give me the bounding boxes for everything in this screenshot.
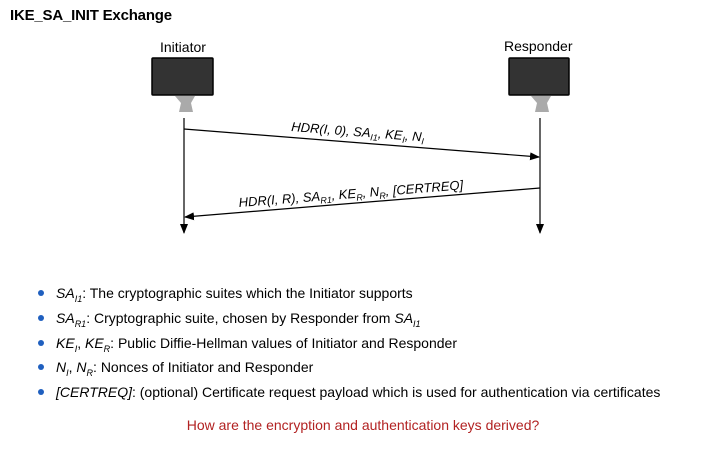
note-text: : Nonces of Initiator and Responder [93,359,314,376]
note-ke: KEI, KER: Public Diffie-Hellman values o… [36,331,660,356]
note-symbol: KER [84,334,111,354]
legend-notes: SAI1: The cryptographic suites which the… [36,281,660,405]
note-sa-i1: SAI1: The cryptographic suites which the… [36,281,660,306]
initiator-label: Initiator [160,39,206,55]
message-2-arrow [184,187,541,221]
note-nonces: NI, NR: Nonces of Initiator and Responde… [36,355,660,380]
initiator-computer-icon [151,57,214,112]
note-symbol: [CERTREQ] [56,384,132,401]
diagram-title: IKE_SA_INIT Exchange [10,7,172,24]
message-1-label: HDR(I, 0), SAI1, KEI, NI [291,119,426,146]
note-sa-r1: SAR1: Cryptographic suite, chosen by Res… [36,306,660,331]
note-text: : Cryptographic suite, chosen by Respond… [86,309,395,326]
message-1-arrow [183,128,540,161]
responder-label: Responder [504,38,573,54]
note-symbol: SAI1 [56,285,83,304]
note-text: : (optional) Certificate request payload… [131,384,661,401]
question-text: How are the encryption and authenticatio… [186,417,540,433]
note-symbol: NR [76,359,94,379]
responder-computer-icon [508,57,570,112]
note-symbol: SAR1 [56,309,87,329]
note-text: : Public Diffie-Hellman values of Initia… [110,334,457,351]
note-symbol: NI [56,359,69,379]
message-2-label: HDR(I, R), SAR1, KER, NR, [CERTREQ] [238,177,464,212]
note-symbol: KEI [56,334,78,354]
note-text: : The cryptographic suites which the Ini… [82,285,413,301]
note-symbol: SAI1 [394,309,421,329]
note-certreq: [CERTREQ]: (optional) Certificate reques… [36,380,660,405]
